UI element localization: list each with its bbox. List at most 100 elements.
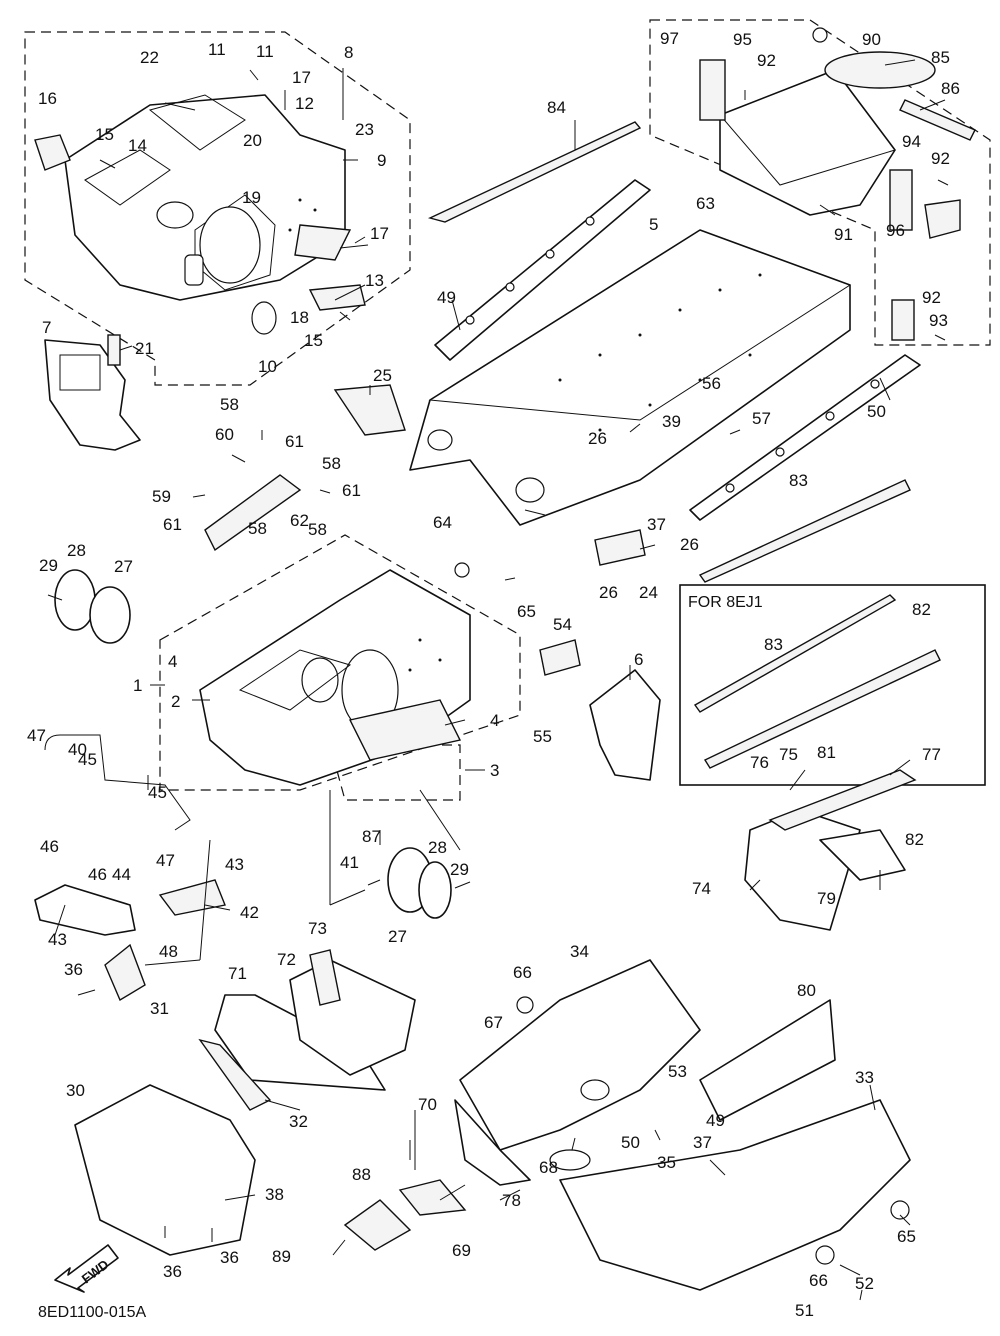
callout-label: 78 (502, 1191, 521, 1210)
callout-label: 6 (634, 650, 643, 669)
callout-label: 61 (163, 515, 182, 534)
callout-label: 54 (553, 615, 572, 634)
panel-part-79 (699, 999, 836, 1121)
grommet-part-89 (812, 27, 828, 43)
callout-label: 19 (242, 188, 261, 207)
callout-label: 47 (27, 726, 46, 745)
callout-label: 52 (855, 1274, 874, 1293)
bracket-part-68 (398, 1179, 467, 1216)
panel-part-73 (744, 809, 861, 931)
forward-direction-arrow: FWD (54, 1244, 119, 1293)
strip-part-85 (899, 99, 976, 141)
callout-label: 42 (240, 903, 259, 922)
callout-label: 43 (48, 930, 67, 949)
callout-label: 17 (370, 224, 389, 243)
callout-label: 58 (248, 519, 267, 538)
bracket-part-95 (924, 199, 961, 239)
handle-part-39 (44, 734, 191, 831)
callout-label: 62 (290, 511, 309, 530)
bracket-part-57 (204, 474, 302, 552)
callout-label: 2 (171, 692, 180, 711)
callout-label: 92 (922, 288, 941, 307)
grommet-part-65-right (890, 1200, 910, 1220)
callout-label: 39 (662, 412, 681, 431)
bracket-part-91 (891, 299, 915, 341)
callout-label: 58 (322, 454, 341, 473)
callout-label: 11 (256, 42, 274, 61)
callout-label: 66 (513, 963, 532, 982)
callout-label: 88 (352, 1165, 371, 1184)
callout-label: 97 (660, 29, 679, 48)
callout-label: 15 (95, 125, 114, 144)
leader-lines (54, 59, 946, 1276)
callout-label: 33 (855, 1068, 874, 1087)
callout-label: 74 (692, 879, 711, 898)
main-frame-assembly (199, 569, 471, 786)
panel-part-78 (819, 829, 906, 881)
callout-label: 40 (68, 740, 87, 759)
callout-label: 60 (215, 425, 234, 444)
callout-label: 4 (168, 652, 177, 671)
callout-label: 83 (789, 471, 808, 490)
callout-label: 92 (931, 149, 950, 168)
strip-part-83 (427, 121, 642, 223)
callout-label: 77 (922, 745, 941, 764)
callout-label: 23 (355, 120, 374, 139)
callout-label: 71 (228, 964, 247, 983)
callout-label: 45 (148, 783, 167, 802)
inset-strip-83 (693, 594, 897, 713)
callout-label: 68 (539, 1158, 558, 1177)
rear-tunnel (409, 229, 852, 526)
callout-label: 59 (152, 487, 171, 506)
callout-label: 45 (78, 750, 97, 769)
callout-label: 30 (66, 1081, 85, 1100)
callout-label: 15 (304, 331, 323, 350)
callout-label: 38 (265, 1185, 284, 1204)
callout-label: 5 (649, 215, 658, 234)
inset-title: FOR 8EJ1 (688, 594, 763, 611)
callout-label: 16 (38, 89, 57, 108)
callout-label: 7 (42, 318, 51, 337)
callout-label: 9 (377, 151, 386, 170)
callout-label: 12 (295, 94, 314, 113)
callout-label: 89 (272, 1247, 291, 1266)
plate-part-84 (824, 51, 936, 89)
callout-label: 48 (159, 942, 178, 961)
callout-label: 10 (258, 357, 277, 376)
callout-label: 36 (64, 960, 83, 979)
bracket-part-41 (158, 879, 226, 916)
callout-label: 3 (490, 761, 499, 780)
panel-part-80 (768, 769, 917, 831)
callout-label: 56 (702, 374, 721, 393)
bracket-part-6 (589, 669, 661, 781)
callout-label: 65 (517, 602, 536, 621)
callout-label: 37 (647, 515, 666, 534)
callout-label: 95 (733, 30, 752, 49)
gasket-part-28-center (418, 861, 452, 919)
callout-label: 72 (277, 950, 296, 969)
callout-label: 79 (817, 889, 836, 908)
callout-label: 25 (373, 366, 392, 385)
callout-label: 80 (797, 981, 816, 1000)
callout-label: 86 (941, 79, 960, 98)
callout-label: 43 (225, 855, 244, 874)
callout-label: 41 (340, 853, 359, 872)
front-frame-assembly (34, 94, 366, 335)
callout-label: 32 (289, 1112, 308, 1131)
panel-part-33 (559, 1099, 911, 1291)
callout-label: 46 (40, 837, 59, 856)
callout-label: 58 (220, 395, 239, 414)
callout-label: 46 (88, 865, 107, 884)
callout-label: 13 (365, 271, 384, 290)
callout-label: 92 (757, 51, 776, 70)
callout-label: 81 (817, 743, 836, 762)
callout-label: 49 (437, 288, 456, 307)
callout-label: 11 (208, 40, 226, 59)
callout-label: 29 (450, 860, 469, 879)
callout-label: 51 (795, 1301, 814, 1320)
callout-label: 28 (428, 838, 447, 857)
main-frame-group-outline (159, 534, 521, 791)
callout-labels: 1 2 3 4 4 5 6 7 8 9 10 11 11 12 13 14 15… (27, 29, 960, 1320)
bracket-part-25 (333, 384, 406, 436)
callout-label: 35 (657, 1153, 676, 1172)
